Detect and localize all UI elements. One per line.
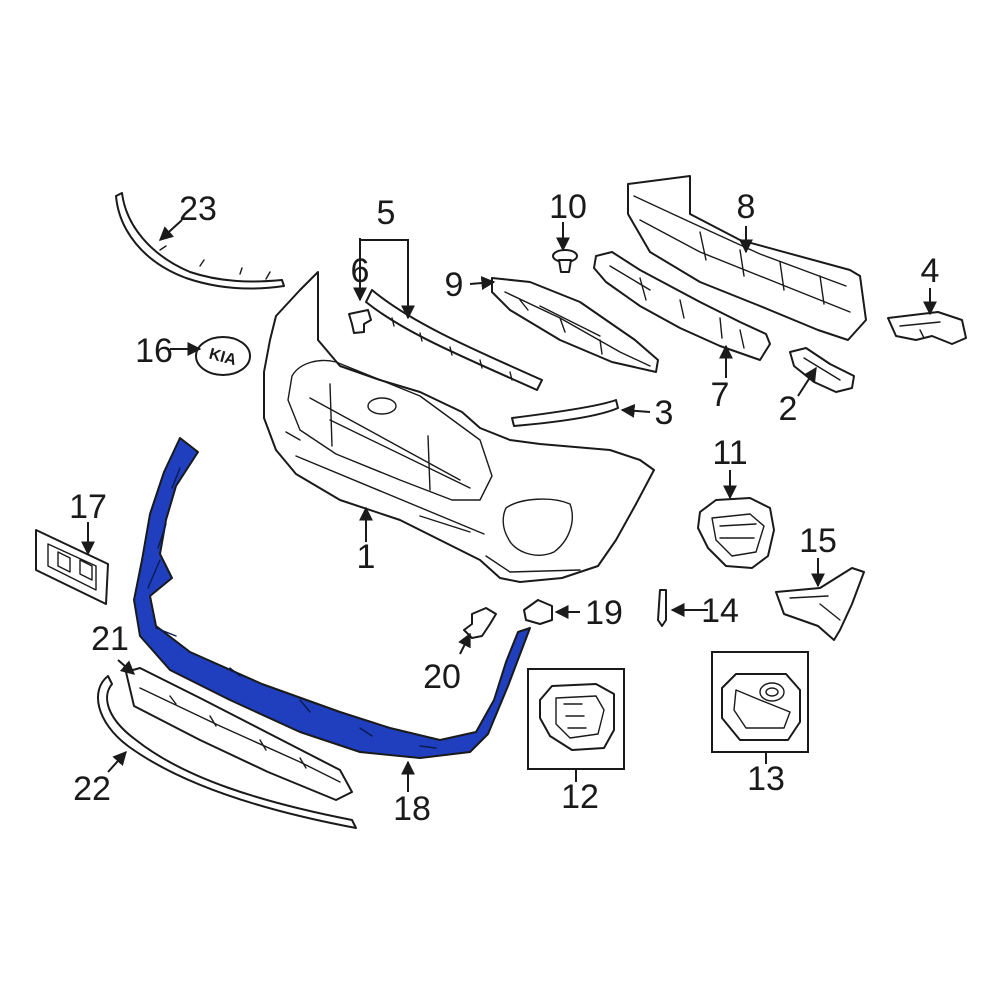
part-8-impact-bar[interactable] [627, 175, 867, 341]
part-20-bracket[interactable] [463, 607, 497, 639]
part-13-box[interactable] [711, 651, 809, 764]
callout-15: 15 [799, 522, 837, 560]
callout-4: 4 [921, 252, 940, 290]
callout-23: 23 [179, 190, 217, 228]
callout-18: 18 [393, 790, 431, 828]
callout-13: 13 [747, 760, 785, 798]
callout-labels: 1 2 3 4 5 6 7 8 9 10 11 12 13 14 15 16 1… [69, 188, 939, 828]
part-6-clip[interactable] [348, 309, 372, 334]
part-17-plate-bracket[interactable] [35, 529, 109, 605]
leader-lines [81, 219, 937, 792]
part-1-bumper-cover[interactable] [263, 271, 655, 583]
part-3-trim[interactable] [511, 399, 619, 427]
callout-20: 20 [423, 658, 461, 696]
callout-12: 12 [561, 778, 599, 816]
callout-22: 22 [73, 770, 111, 808]
emblem-text: KIA [207, 346, 238, 370]
part-15-side-bracket[interactable] [775, 567, 865, 641]
part-2-small-bracket[interactable] [789, 347, 855, 393]
callout-21: 21 [91, 620, 129, 658]
part-23-molding-strip[interactable] [115, 192, 285, 290]
part-11-bezel[interactable] [697, 497, 775, 569]
callout-10: 10 [549, 188, 587, 226]
part-21-lower-trim[interactable] [125, 667, 353, 801]
part-16-emblem[interactable]: KIA [195, 336, 251, 376]
highlight-fill [133, 437, 531, 759]
callout-7: 7 [711, 376, 730, 414]
callout-1: 1 [357, 538, 376, 576]
callout-19: 19 [585, 594, 623, 632]
part-9-upper-bracket[interactable] [491, 277, 659, 373]
callout-14: 14 [701, 592, 739, 630]
part-12-box[interactable] [527, 668, 625, 782]
part-4-side-bracket[interactable] [887, 311, 967, 345]
part-10-push-clip[interactable] [552, 249, 578, 273]
part-7-absorber[interactable] [593, 251, 771, 361]
part-19-clip[interactable] [523, 599, 553, 625]
callout-3: 3 [655, 394, 674, 432]
part-18-lower-cover[interactable] [133, 437, 531, 759]
callout-11: 11 [712, 434, 747, 472]
callout-9: 9 [445, 266, 464, 304]
callout-16: 16 [135, 332, 173, 370]
callout-8: 8 [737, 188, 756, 226]
part-5-trim-strip[interactable] [365, 289, 543, 391]
callout-6: 6 [351, 252, 370, 290]
callout-17: 17 [69, 488, 107, 526]
part-22-skid-molding[interactable] [97, 675, 357, 829]
callout-2: 2 [779, 390, 798, 428]
part-14-clip[interactable] [657, 589, 667, 627]
callout-5: 5 [377, 194, 396, 232]
